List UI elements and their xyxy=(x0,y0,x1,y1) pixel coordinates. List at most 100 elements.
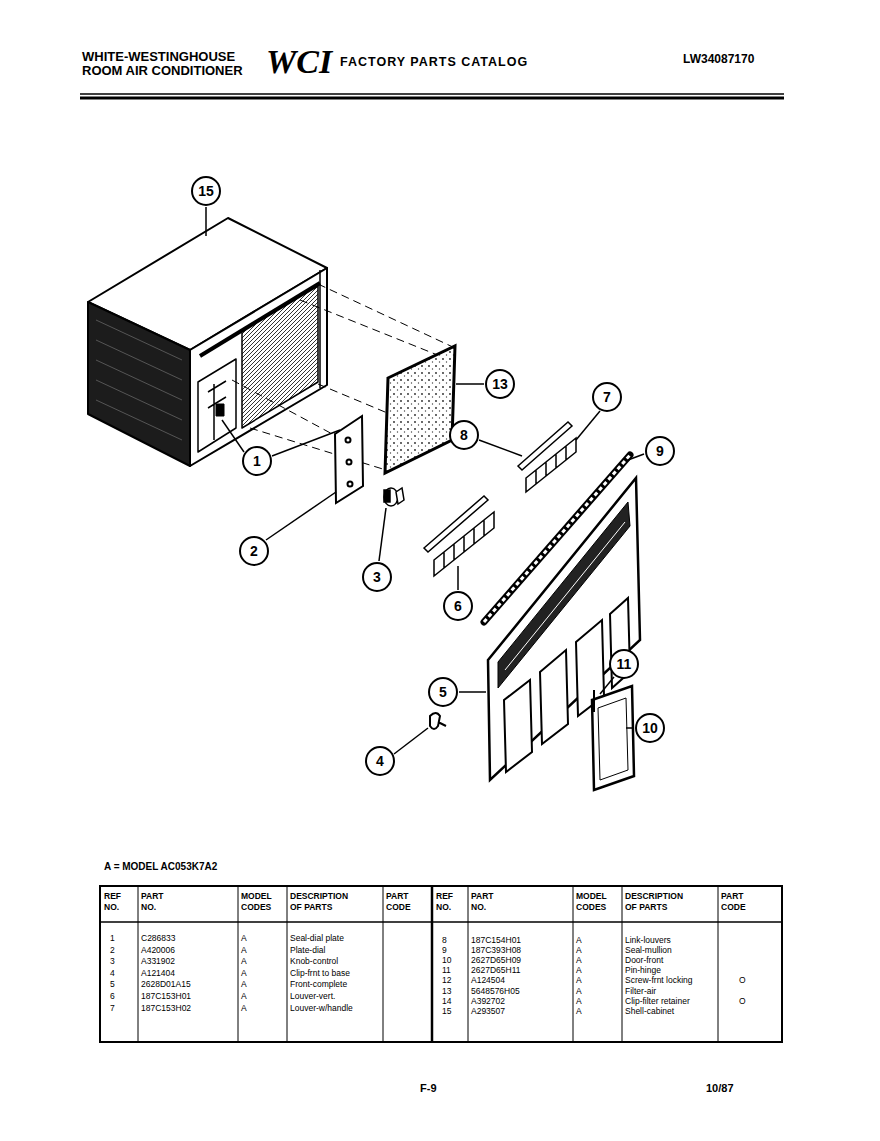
part-description: Seal-dial plate xyxy=(290,933,344,943)
front-door xyxy=(592,686,634,790)
parts-table xyxy=(718,886,719,1042)
callout-text: 9 xyxy=(656,444,664,458)
callout-number: 1 xyxy=(242,446,272,476)
part-number: A124504 xyxy=(471,975,505,985)
model-code: A xyxy=(241,991,247,1001)
leader-lines xyxy=(205,207,207,236)
cabinet-shell xyxy=(88,218,327,466)
ref-number: 5 xyxy=(110,979,115,989)
leader-lines xyxy=(266,492,336,540)
parts-table xyxy=(573,886,574,1042)
table-header: DESCRIPTION OF PARTS xyxy=(625,891,695,913)
brand-name: WHITE-WESTINGHOUSE ROOM AIR CONDITIONER xyxy=(82,50,254,78)
brand-logo: WCI xyxy=(266,44,332,80)
part-description: Louver-vert. xyxy=(290,991,335,1001)
catalog-number: LW34087170 xyxy=(683,52,754,66)
catalog-title: FACTORY PARTS CATALOG xyxy=(340,55,528,70)
leader-lines xyxy=(457,566,459,590)
part-number: 187C153H01 xyxy=(141,991,191,1001)
parts-table xyxy=(100,886,782,1042)
callout-number: 3 xyxy=(362,562,392,592)
callout-text: 1 xyxy=(253,454,261,468)
part-number: 187C153H02 xyxy=(141,1003,191,1013)
model-code: A xyxy=(241,945,247,955)
ref-number: 1 xyxy=(110,933,115,943)
header-rule xyxy=(80,94,784,98)
parts-table xyxy=(383,886,384,1042)
callout-number: 2 xyxy=(239,536,269,566)
cabinet-shell xyxy=(198,359,236,452)
leader-lines xyxy=(456,383,484,385)
callout-number: 10 xyxy=(635,713,665,743)
parts-table xyxy=(100,921,782,923)
dial-plate xyxy=(335,416,363,503)
callout-text: 2 xyxy=(250,544,258,558)
model-code: A xyxy=(241,933,247,943)
cabinet-shell xyxy=(88,302,190,466)
leader-lines xyxy=(206,207,644,754)
part-number: 5648576H05 xyxy=(471,986,520,996)
table-header: DESCRIPTION OF PARTS xyxy=(290,891,360,913)
cabinet-shell xyxy=(216,404,224,416)
part-description: Seal-mullion xyxy=(625,945,672,955)
part-code: O xyxy=(739,975,746,985)
part-description: Screw-frnt locking xyxy=(625,975,693,985)
callout-text: 3 xyxy=(373,570,381,584)
part-number: A420006 xyxy=(141,945,175,955)
callout-number: 7 xyxy=(592,382,622,412)
callout-number: 9 xyxy=(645,436,675,466)
control-knob xyxy=(384,488,404,506)
callout-number: 5 xyxy=(428,677,458,707)
table-header: REF NO. xyxy=(436,891,468,913)
part-description: Clip-frnt to base xyxy=(290,968,350,978)
ref-number: 14 xyxy=(442,996,451,1006)
front-panel xyxy=(488,478,640,780)
part-number: A392702 xyxy=(471,996,505,1006)
ref-number: 10 xyxy=(442,955,451,965)
front-panel xyxy=(504,680,532,772)
part-description: Front-complete xyxy=(290,979,347,989)
ref-number: 4 xyxy=(110,968,115,978)
model-code: A xyxy=(241,1003,247,1013)
control-knob xyxy=(384,490,390,502)
leader-lines xyxy=(626,727,634,729)
header-rule xyxy=(80,97,784,100)
parts-table xyxy=(622,886,623,1042)
ref-number: 8 xyxy=(442,935,447,945)
dial-plate xyxy=(348,482,353,487)
part-description: Door-front xyxy=(625,955,663,965)
table-header: PART CODE xyxy=(721,891,761,913)
part-number: 2628D01A15 xyxy=(141,979,191,989)
leader-lines xyxy=(479,440,522,456)
ref-number: 6 xyxy=(110,991,115,1001)
front-door xyxy=(592,686,634,790)
leader-lines xyxy=(628,454,644,460)
callout-text: 5 xyxy=(439,685,447,699)
front-clip xyxy=(430,713,446,729)
table-header: MODEL CODES xyxy=(576,891,622,913)
header-rule xyxy=(80,93,784,95)
callout-number: 6 xyxy=(443,591,473,621)
louvers-vertical xyxy=(424,496,494,576)
model-code: A xyxy=(576,965,582,975)
dial-plate xyxy=(347,460,352,465)
model-code: A xyxy=(576,975,582,985)
cabinet-shell xyxy=(190,268,327,466)
front-door xyxy=(593,690,595,712)
cabinet-shell xyxy=(96,320,182,440)
cabinet-shell xyxy=(208,381,226,440)
part-description: Plate-dial xyxy=(290,945,325,955)
louvers-vertical xyxy=(434,512,494,576)
table-header: PART NO. xyxy=(141,891,175,913)
part-description: Filter-air xyxy=(625,986,656,996)
table-header: PART NO. xyxy=(471,891,505,913)
model-code: A xyxy=(576,986,582,996)
dial-plate xyxy=(335,416,363,503)
dial-plate xyxy=(346,438,351,443)
ref-number: 15 xyxy=(442,1006,451,1016)
leader-lines xyxy=(379,508,386,561)
parts-table xyxy=(468,886,469,1042)
air-filter xyxy=(385,346,455,473)
